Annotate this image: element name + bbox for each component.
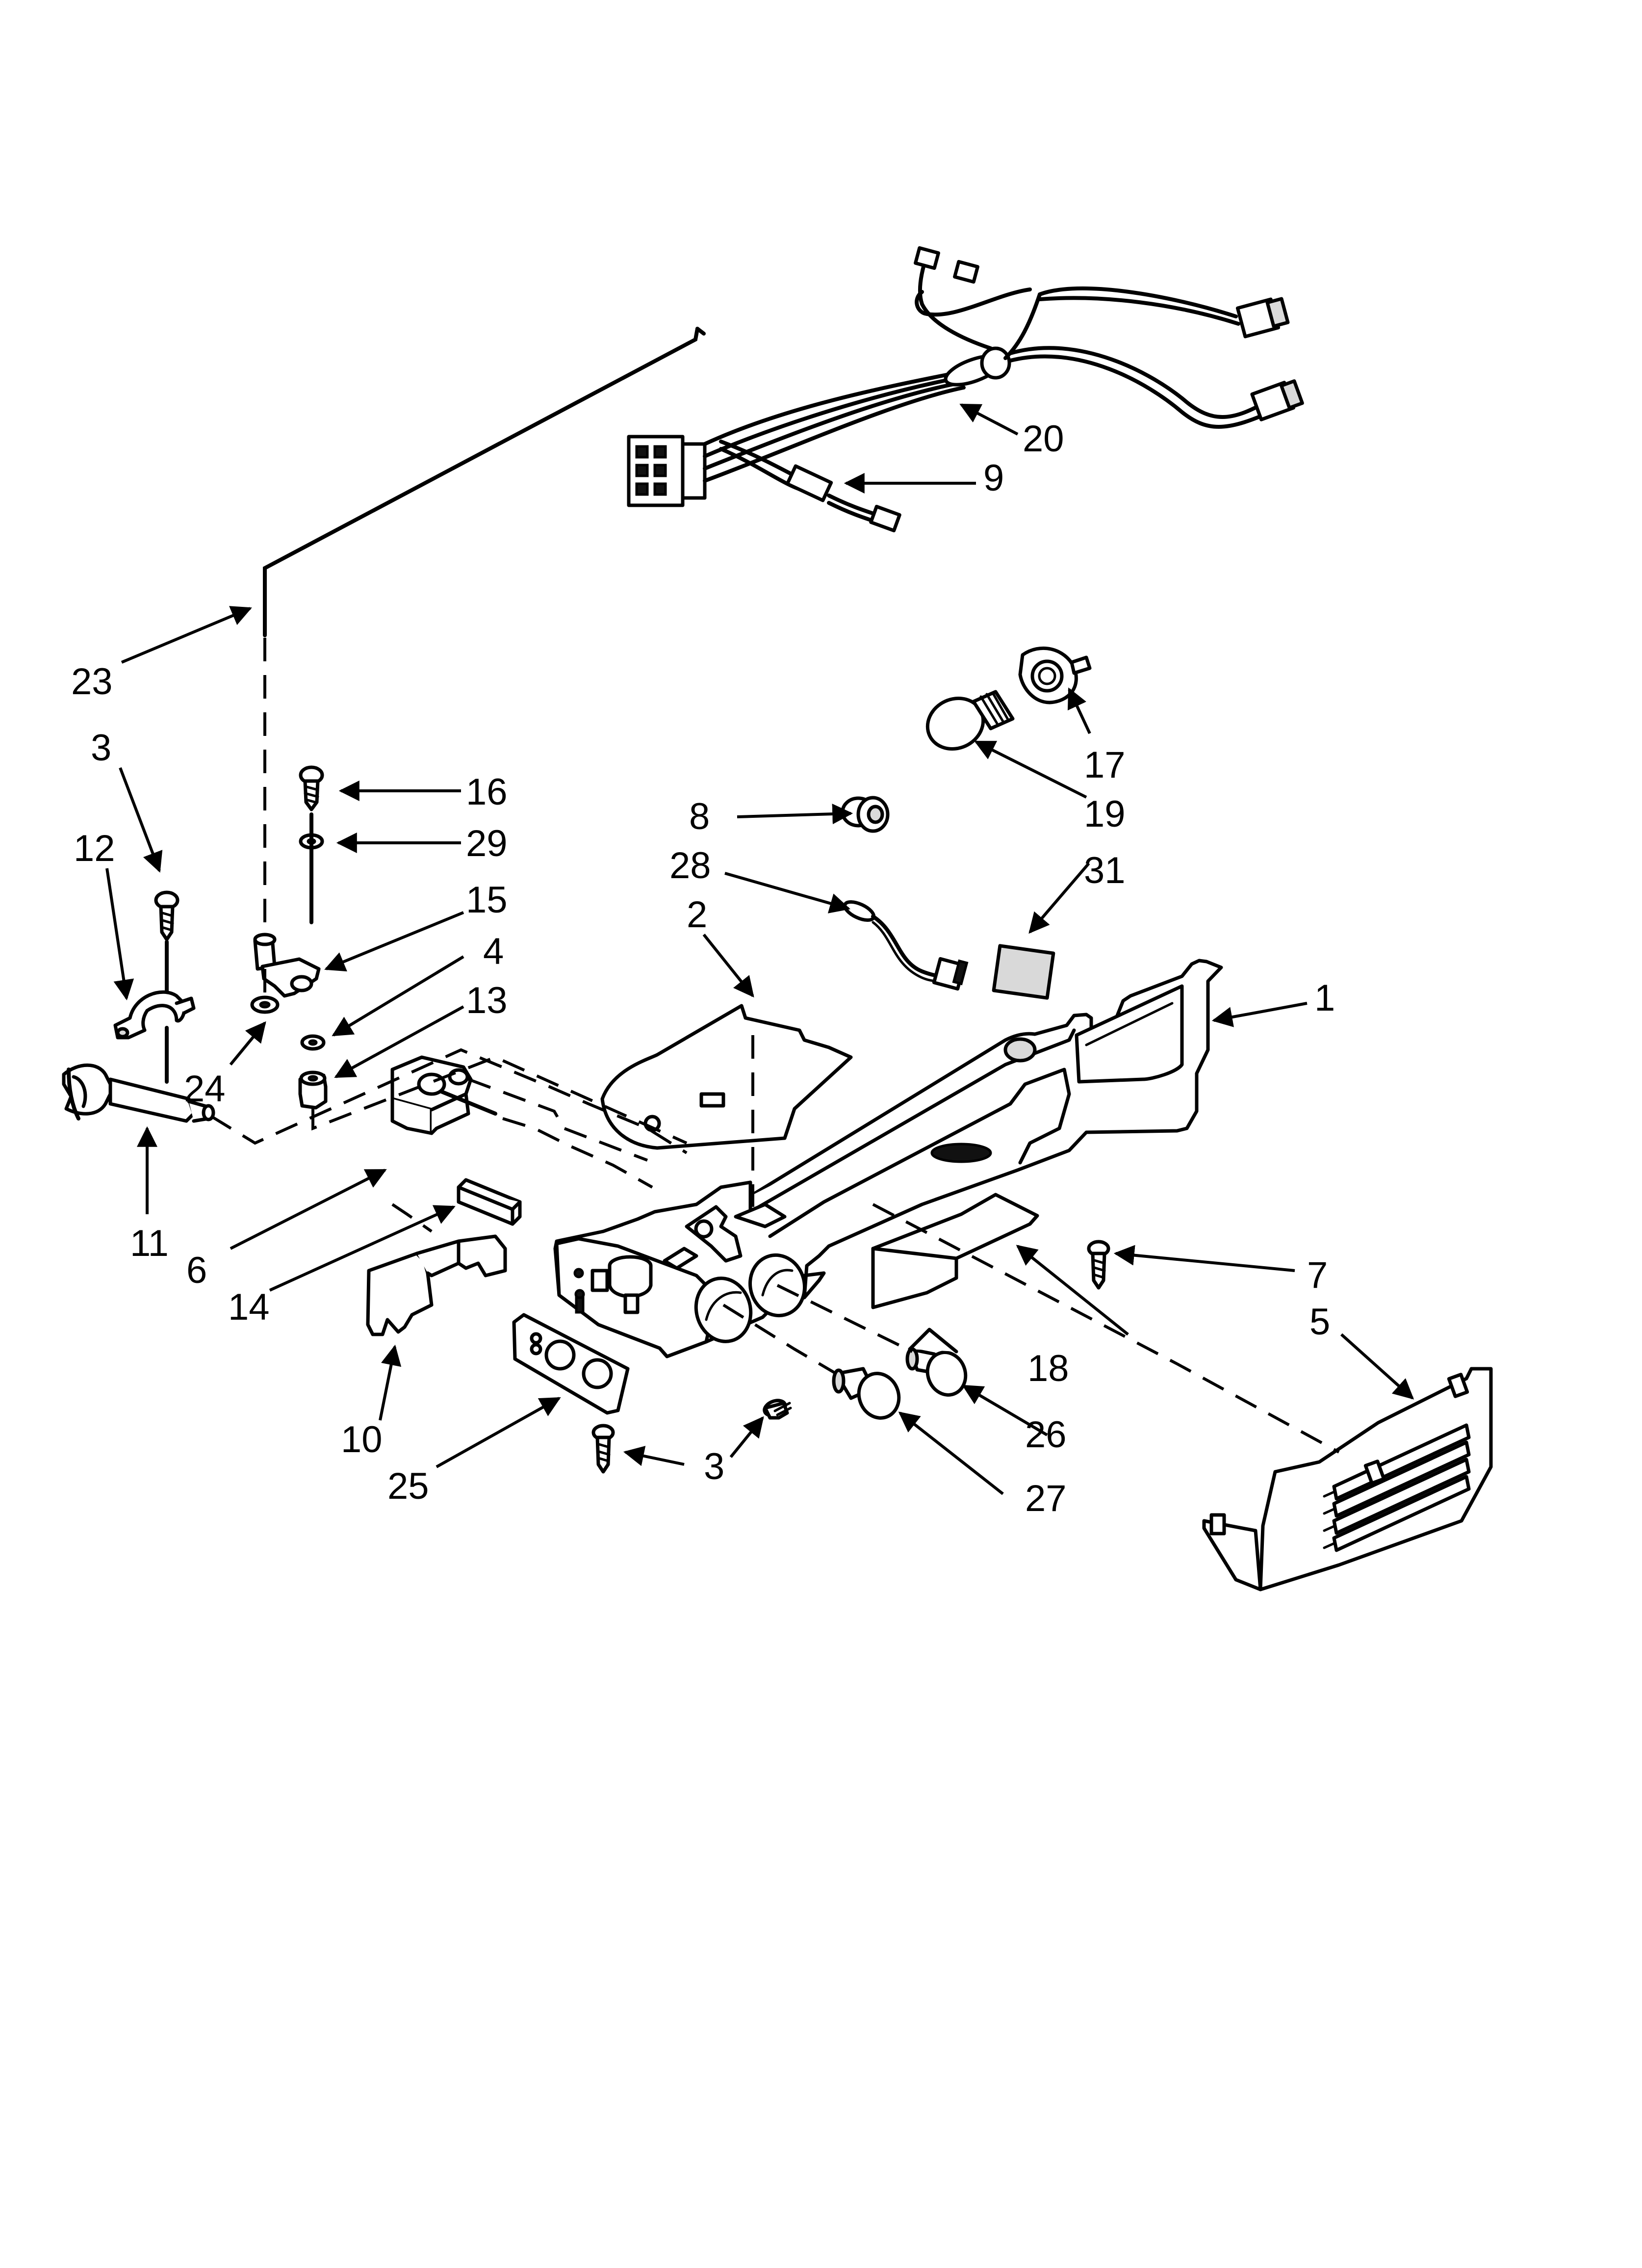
callout-6: 6 [186,1250,207,1291]
wire-connector-part-9 [719,440,901,533]
callout-29: 29 [466,823,508,864]
callout-labels: 1 2 3 3 4 5 6 7 8 9 10 11 12 13 14 15 16… [71,418,1335,1519]
callout-15: 15 [466,879,508,921]
callout-18: 18 [1027,1348,1069,1389]
callout-5: 5 [1309,1301,1330,1343]
callout-10: 10 [341,1419,383,1460]
sensor-part-28 [843,900,969,991]
knob-part-26 [905,1328,968,1397]
callout-3-lower: 3 [704,1446,724,1487]
light-bulb-part-19 [925,690,1015,751]
callout-2: 2 [687,894,707,936]
block-part-14 [457,1178,522,1226]
callout-14: 14 [228,1286,270,1328]
callout-3-upper: 3 [91,727,111,769]
callout-4: 4 [483,931,504,972]
callout-26: 26 [1025,1414,1067,1456]
cover-part-5 [1202,1367,1493,1591]
insulation-part-2 [600,1004,853,1150]
bracket-part-10 [366,1234,507,1336]
callout-11: 11 [130,1223,169,1264]
bulb-socket-part-17 [1018,646,1092,704]
callout-28: 28 [669,845,711,886]
callout-31: 31 [1084,850,1126,891]
switch-part-6 [390,1055,497,1135]
screw-part-3-upper [154,890,180,998]
assembly-lines [210,638,1340,1454]
callout-17: 17 [1084,744,1126,786]
pad-part-31 [992,944,1055,1000]
callout-19: 19 [1084,793,1126,835]
knob-part-27 [832,1367,901,1420]
wire-harness-part-20 [627,246,1304,507]
callout-1: 1 [1314,977,1335,1019]
control-plate-part-25 [512,1313,630,1415]
callout-23: 23 [71,661,113,703]
insulation-part-18 [871,1193,1039,1309]
callout-13: 13 [466,980,508,1021]
callout-24: 24 [184,1068,226,1110]
screw-part-16 [299,765,324,811]
dispenser-housing-part-1 [553,959,1223,1358]
nut-part-13 [298,1070,328,1110]
callout-7: 7 [1307,1254,1328,1296]
lever-part-15 [253,933,321,998]
callout-12: 12 [74,828,115,869]
clamp-part-12 [113,990,196,1084]
callout-9: 9 [983,457,1004,499]
screw-part-3-lower-left [591,1424,615,1474]
callout-27: 27 [1025,1478,1067,1519]
callout-25: 25 [387,1465,429,1507]
screw-part-3-lower-right [763,1399,792,1420]
callout-20: 20 [1023,418,1064,460]
screw-part-7 [1087,1240,1110,1290]
callout-8: 8 [689,796,710,837]
callout-16: 16 [466,771,508,813]
leader-lines [105,403,1414,1495]
rod-part-23 [263,327,706,637]
